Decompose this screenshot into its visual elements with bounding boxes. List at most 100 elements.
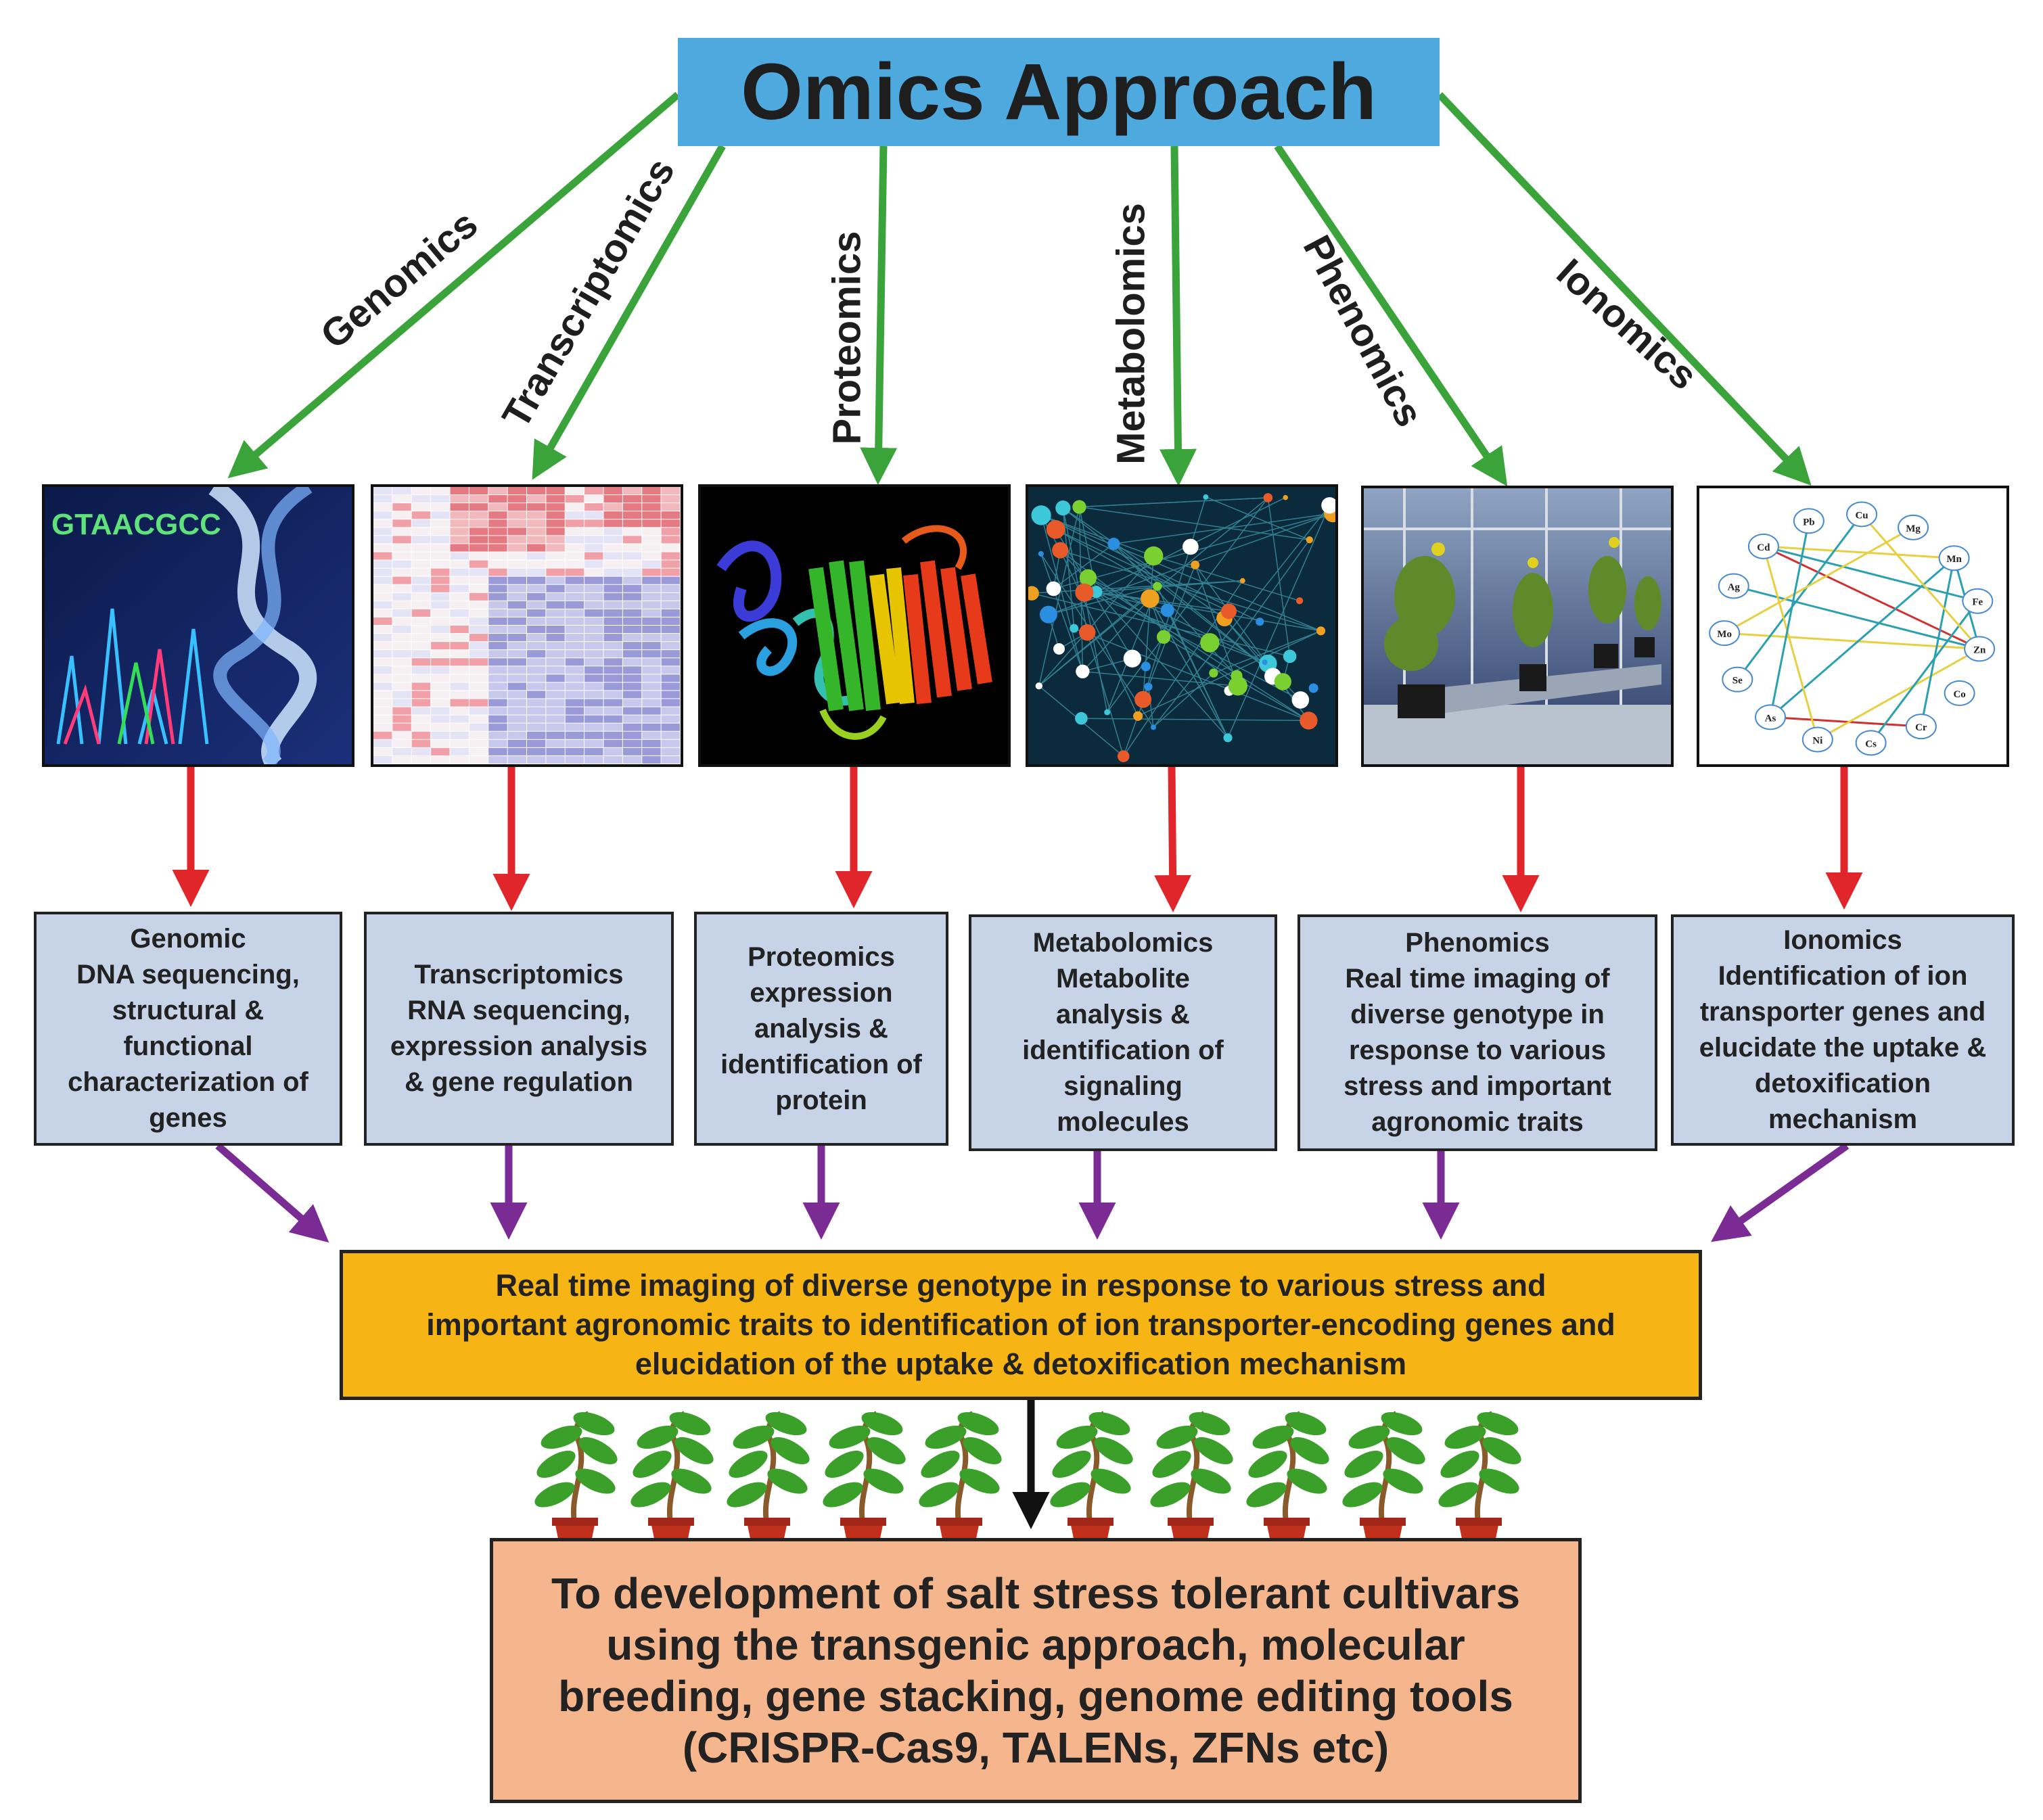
heatmap-cell	[411, 747, 431, 755]
heatmap-cell	[642, 747, 661, 755]
network-node	[1239, 578, 1245, 584]
heatmap-cell	[661, 723, 680, 731]
heatmap-cell	[392, 487, 411, 495]
heatmap-cell	[392, 715, 411, 723]
heatmap-cell	[431, 552, 450, 560]
heatmap-cell	[584, 747, 603, 755]
heatmap-cell	[527, 584, 546, 592]
heatmap-cell	[431, 634, 450, 642]
heatmap-cell	[661, 519, 680, 528]
heatmap-cell	[450, 617, 469, 625]
heatmap-cell	[507, 487, 526, 495]
heatmap-cell	[661, 747, 680, 755]
heatmap-cell	[431, 739, 450, 747]
heatmap-cell	[431, 609, 450, 617]
heatmap-cell	[469, 650, 488, 658]
heatmap-cell	[431, 666, 450, 674]
heatmap-cell	[431, 691, 450, 699]
heatmap-cell	[469, 682, 488, 691]
heatmap-cell	[373, 642, 392, 650]
heatmap-cell	[507, 699, 526, 707]
network-edge	[1153, 555, 1300, 601]
heatmap-cell	[527, 699, 546, 707]
heatmap-cell	[507, 609, 526, 617]
heatmap-cell	[431, 642, 450, 650]
heatmap-cell	[450, 674, 469, 682]
potted-plant-icon	[1342, 1411, 1425, 1549]
heatmap-cell	[469, 715, 488, 723]
heatmap-cell	[507, 739, 526, 747]
heatmap-cell	[431, 584, 450, 592]
heatmap-cell	[642, 560, 661, 568]
heatmap-cell	[373, 519, 392, 528]
heatmap-cell	[411, 544, 431, 552]
network-node	[1316, 626, 1326, 636]
heatmap-cell	[546, 503, 565, 511]
heatmap-cell	[584, 552, 603, 560]
heatmap-cell	[661, 552, 680, 560]
network-edge	[1062, 507, 1088, 633]
heatmap-cell	[450, 552, 469, 560]
heatmap-cell	[565, 552, 584, 560]
heatmap-cell	[507, 552, 526, 560]
heatmap-cell	[527, 528, 546, 536]
heatmap-cell	[392, 511, 411, 519]
heatmap-cell	[488, 487, 507, 495]
heatmap-cell	[411, 560, 431, 568]
heatmap-cell	[565, 691, 584, 699]
network-edge	[1038, 586, 1158, 686]
heatmap-cell	[431, 682, 450, 691]
heatmap-cell	[411, 642, 431, 650]
arrow-to-phenomics	[1274, 143, 1508, 487]
heatmap-cell	[546, 584, 565, 592]
heatmap-cell	[392, 584, 411, 592]
heatmap-cell	[661, 634, 680, 642]
ion-node: Ni	[1801, 726, 1833, 753]
heatmap-cell	[603, 568, 622, 576]
heatmap-cell	[392, 747, 411, 755]
heatmap-cell	[546, 731, 565, 739]
heatmap-cell	[642, 536, 661, 544]
network-node	[1104, 709, 1111, 716]
heatmap-cell	[392, 528, 411, 536]
heatmap-cell	[507, 666, 526, 674]
diagram-title: Omics Approach	[741, 47, 1377, 137]
heatmap-cell	[411, 731, 431, 739]
heatmap-cell	[488, 560, 507, 568]
heatmap-cell	[584, 715, 603, 723]
ion-element-label: Fe	[1972, 597, 1983, 608]
heatmap-cell	[392, 609, 411, 617]
heatmap-cell	[431, 658, 450, 666]
heatmap-cell	[603, 626, 622, 634]
heatmap-cell	[488, 634, 507, 642]
heatmap-cell	[661, 511, 680, 519]
ion-node: Mg	[1898, 514, 1929, 540]
heatmap-cell	[565, 658, 584, 666]
heatmap-cell	[642, 617, 661, 625]
heatmap-cell	[450, 731, 469, 739]
heatmap-cell	[392, 568, 411, 576]
heatmap-cell	[431, 707, 450, 715]
heatmap-cell	[507, 503, 526, 511]
heatmap-cell	[642, 715, 661, 723]
heatmap-cell	[373, 650, 392, 658]
ion-node: Fe	[1962, 588, 1994, 614]
heatmap-cell	[411, 576, 431, 584]
heatmap-cell	[642, 601, 661, 609]
network-node	[1123, 649, 1141, 668]
network-edge	[1055, 529, 1158, 587]
network-edge	[1114, 513, 1333, 544]
heatmap-cell	[642, 707, 661, 715]
heatmap-cell	[373, 503, 392, 511]
heatmap-cell	[527, 511, 546, 519]
heatmap-cell	[622, 511, 642, 519]
detail-proteomics: Proteomics expression analysis & identif…	[694, 912, 948, 1146]
heatmap-cell	[469, 487, 488, 495]
network-node	[1153, 582, 1162, 591]
heatmap-cell	[431, 601, 450, 609]
heatmap-cell	[584, 617, 603, 625]
heatmap-cell	[642, 626, 661, 634]
heatmap-cell	[565, 731, 584, 739]
network-edge	[1137, 630, 1321, 717]
heatmap-cell	[584, 723, 603, 731]
